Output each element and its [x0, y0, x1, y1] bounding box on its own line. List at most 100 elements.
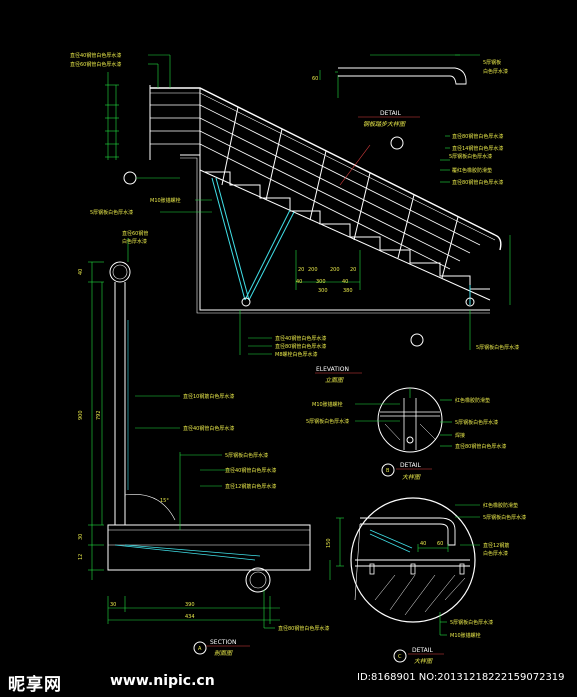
dim-elev-300a: 300 — [316, 279, 326, 285]
dim-bottom-434: 434 — [185, 614, 195, 620]
detail-c: 红色橡胶防滑垫 5厚钢板白色厚水漆 直径12钢筋 白色厚水漆 5厚钢板白色厚水漆… — [326, 497, 526, 665]
label-right-2: 直径14钢管白色厚水漆 — [452, 145, 503, 152]
label-section-1: 5厚钢板白色厚水漆 — [225, 452, 268, 459]
watermark-url: www.nipic.cn — [110, 673, 215, 689]
label-top-left-1: 直径40钢管白色厚水漆 — [70, 52, 121, 59]
dim-detail-c-40: 40 — [420, 541, 426, 547]
label-top-left-2: 直径60钢管白色厚水漆 — [70, 61, 121, 68]
marker-c-text: C — [398, 654, 402, 660]
dim-left-792: 792 — [96, 410, 102, 420]
detail-c-5: 5厚钢板白色厚水漆 — [450, 619, 493, 626]
marker-b-elev — [390, 136, 404, 150]
label-bottom-right: 5厚钢板白色厚水漆 — [476, 344, 519, 351]
label-mid-1: M10胀锚螺栓 — [150, 197, 181, 204]
stair-underside — [199, 169, 491, 301]
elevation-view: 直径40钢管白色厚水漆 直径60钢管白色厚水漆 5厚钢板白色厚水漆 直径80钢管… — [70, 52, 519, 384]
label-bottom-3: M8螺栓白色厚水漆 — [275, 351, 318, 358]
marker-c-elev — [410, 333, 424, 347]
handrail-end — [494, 234, 502, 251]
label-right-1: 直径80钢管白色厚水漆 — [452, 133, 503, 140]
detail-b-4: 5厚钢板白色厚水漆 — [455, 419, 498, 426]
label-right-4: 覆红色橡胶防滑垫 — [452, 167, 492, 174]
detail-steel: 5厚钢板 — [483, 59, 501, 66]
marker-a-section — [193, 641, 207, 655]
dim-elev-200b: 200 — [330, 267, 340, 273]
label-mid-2: 5厚钢板白色厚水漆 — [90, 209, 133, 216]
floor-inner — [180, 157, 490, 314]
detail-c-3: 直径12钢筋 — [483, 542, 509, 549]
red-leader — [339, 144, 371, 186]
dim-bottom-390: 390 — [185, 602, 195, 608]
dim-elev-20a: 20 — [298, 267, 304, 273]
label-right-5: 直径80钢管白色厚水漆 — [452, 179, 503, 186]
label-right-3: 5厚钢板白色厚水漆 — [449, 153, 492, 160]
detail-step-plate: 5厚钢板 白色厚水漆 60 DETAIL 钢板踏步大样图 — [312, 54, 508, 128]
label-bottom-2: 直径80钢管白色厚水漆 — [275, 343, 326, 350]
dim-left-900: 900 — [78, 410, 84, 420]
dim-left-12: 12 — [78, 554, 84, 560]
marker-c-detail — [393, 649, 407, 663]
watermark-id: ID:8168901 NO:20131218222159072319 — [357, 672, 565, 683]
detail-b-3: 5厚钢板白色厚水漆 — [306, 418, 349, 425]
dim-detail-c-150: 150 — [326, 538, 332, 548]
detail-c-2: 5厚钢板白色厚水漆 — [483, 514, 526, 521]
detail-title-a: DETAIL — [380, 110, 401, 117]
label-left-pipe-4: 直径40钢管白色厚水漆 — [183, 425, 234, 432]
detail-c-6: M10胀锚螺栓 — [450, 632, 481, 639]
section-title: SECTION — [210, 639, 236, 646]
label-left-pipe-3: 直径10钢筋白色厚水漆 — [183, 393, 234, 400]
section-dims — [88, 238, 280, 629]
hatch — [374, 574, 466, 616]
label-left-pipe-2: 白色厚水漆 — [122, 238, 147, 245]
watermark-bar — [0, 667, 577, 697]
watermark-brand: 昵享网 — [8, 675, 62, 695]
label-section-2: 直径40钢管白色厚水漆 — [225, 467, 276, 474]
detail-b: 红色橡胶防滑垫 M10胀锚螺栓 5厚钢板白色厚水漆 5厚钢板白色厚水漆 焊接 直… — [306, 387, 506, 481]
marker-b-detail — [381, 463, 395, 477]
label-section-4: 直径80钢管白色厚水漆 — [278, 625, 329, 632]
section-title-cn: 剖面图 — [214, 649, 233, 657]
label-bottom-1: 直径40钢管白色厚水漆 — [275, 335, 326, 342]
detail-b-title-cn: 大样图 — [402, 473, 421, 481]
dim-bottom-30: 30 — [110, 602, 116, 608]
detail-b-1: 红色橡胶防滑垫 — [455, 397, 490, 404]
anchors — [369, 563, 465, 575]
dim-elev-40a: 40 — [296, 279, 302, 285]
base-anchor-left — [241, 297, 251, 307]
detail-c-title: DETAIL — [412, 647, 433, 654]
detail-dim-60: 60 — [312, 76, 318, 82]
dim-detail-c-60: 60 — [437, 541, 443, 547]
detail-b-title: DETAIL — [400, 462, 421, 469]
dim-elev-300b: 300 — [318, 288, 328, 294]
detail-paint: 白色厚水漆 — [483, 68, 508, 75]
stair-steps — [205, 171, 490, 290]
label-left-pipe-1: 直径60钢管 — [122, 230, 148, 237]
marker-b-text: B — [386, 468, 390, 474]
elevation-title-cn: 立面图 — [325, 376, 344, 384]
dim-elev-200a: 200 — [308, 267, 318, 273]
detail-b-5: 焊接 — [455, 432, 465, 439]
detail-b-2: M10胀锚螺栓 — [312, 401, 343, 408]
dim-angle-15: 15° — [160, 498, 169, 504]
detail-c-1: 红色橡胶防滑垫 — [483, 502, 518, 509]
elev-left-ticks — [105, 84, 119, 158]
marker-a-text: A — [198, 646, 202, 652]
floor-outline — [180, 154, 490, 311]
dim-left-30: 30 — [78, 534, 84, 540]
dim-elev-20b: 20 — [350, 267, 356, 273]
label-section-3: 直径12钢筋白色厚水漆 — [225, 483, 276, 490]
detail-c-4: 白色厚水漆 — [483, 550, 508, 557]
section-view: 直径60钢管 白色厚水漆 直径10钢筋白色厚水漆 直径40钢管白色厚水漆 5厚钢… — [78, 230, 329, 657]
elevation-title: ELEVATION — [316, 366, 349, 373]
dim-left-40: 40 — [78, 269, 84, 275]
base-anchor-right — [465, 297, 475, 307]
detail-title-a-cn: 钢板踏步大样图 — [363, 120, 406, 128]
dim-elev-380: 380 — [343, 288, 353, 294]
dim-elev-40b: 40 — [342, 279, 348, 285]
detail-c-title-cn: 大样图 — [414, 657, 433, 665]
detail-b-6: 直径80钢管白色厚水漆 — [455, 443, 506, 450]
leaders-elevation — [107, 54, 511, 355]
posts — [149, 85, 459, 279]
